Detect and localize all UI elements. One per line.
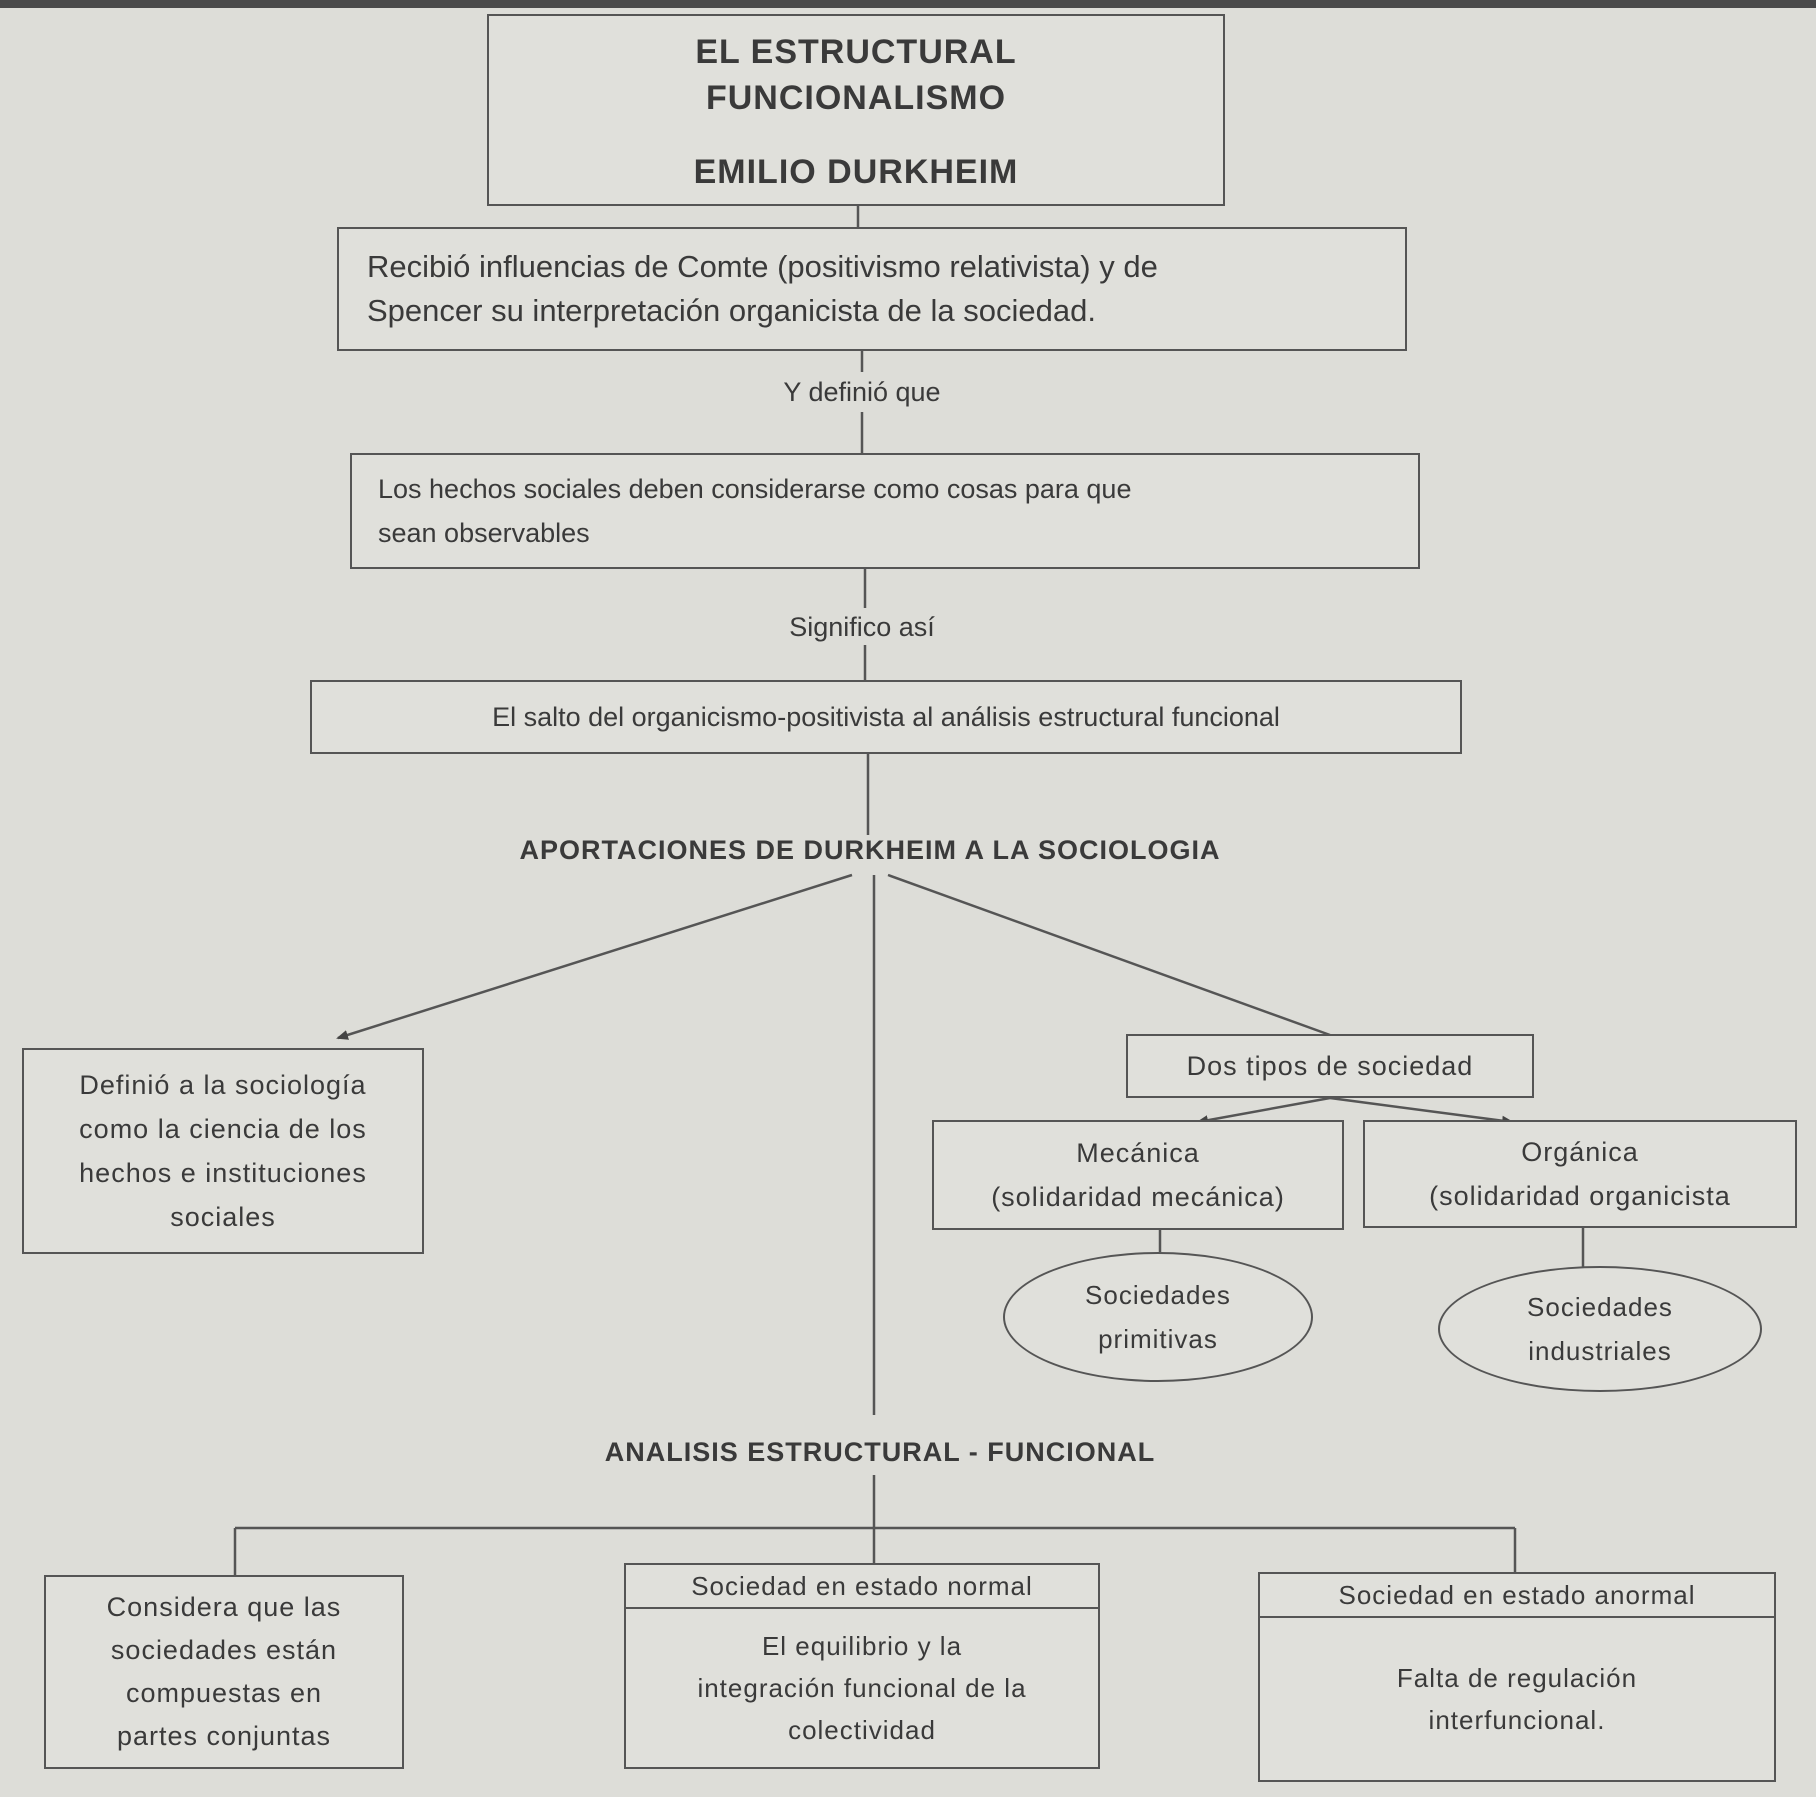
industrial-societies-oval: Sociedades industriales (1438, 1266, 1762, 1392)
abnormal-state-line-2: interfuncional. (1428, 1705, 1606, 1735)
organic-box: Orgánica (solidaridad organicista (1363, 1120, 1797, 1228)
definition-line-3: hechos e instituciones (79, 1158, 367, 1188)
normal-state-line-2: integración funcional de la (697, 1673, 1027, 1703)
primitive-line-1: Sociedades (1085, 1280, 1231, 1310)
mechanical-line-1: Mecánica (1076, 1138, 1200, 1168)
title-box: EL ESTRUCTURAL FUNCIONALISMO EMILIO DURK… (487, 14, 1225, 206)
influences-box: Recibió influencias de Comte (positivism… (337, 227, 1407, 351)
mechanical-line-2: (solidaridad mecánica) (991, 1182, 1285, 1212)
normal-state-heading: Sociedad en estado normal (626, 1565, 1098, 1609)
definition-line-1: Definió a la sociología (79, 1070, 367, 1100)
abnormal-state-heading: Sociedad en estado anormal (1260, 1574, 1774, 1618)
parts-line-2: sociedades están (110, 1635, 338, 1665)
leap-text: El salto del organicismo-positivista al … (492, 702, 1280, 732)
parts-line-4: partes conjuntas (116, 1721, 332, 1751)
organic-line-2: (solidaridad organicista (1429, 1181, 1731, 1211)
influences-line-2: Spencer su interpretación organicista de… (367, 293, 1096, 328)
arrow-to-definition (336, 873, 853, 1040)
top-rule (0, 0, 1816, 8)
normal-state-box: Sociedad en estado normal El equilibrio … (624, 1563, 1100, 1769)
leap-box: El salto del organicismo-positivista al … (310, 680, 1462, 754)
definition-line-4: sociales (170, 1202, 276, 1232)
industrial-line-1: Sociedades (1527, 1292, 1673, 1322)
abnormal-state-box: Sociedad en estado anormal Falta de regu… (1258, 1572, 1776, 1782)
connector-meant: Significo así (789, 612, 935, 642)
parts-box: Considera que las sociedades están compu… (44, 1575, 404, 1769)
contributions-heading: APORTACIONES DE DURKHEIM A LA SOCIOLOGIA (519, 835, 1221, 865)
abnormal-state-line-1: Falta de regulación (1396, 1663, 1638, 1693)
title-author: EMILIO DURKHEIM (693, 152, 1019, 191)
society-types-box: Dos tipos de sociedad (1126, 1034, 1534, 1098)
society-types-heading: Dos tipos de sociedad (1186, 1051, 1474, 1081)
title-line-2: FUNCIONALISMO (705, 78, 1007, 117)
line-to-society-types (887, 873, 1331, 1037)
connector-defined: Y definió que (783, 377, 941, 407)
arrow-to-organic (1329, 1096, 1514, 1126)
social-facts-box: Los hechos sociales deben considerarse c… (350, 453, 1420, 569)
normal-state-line-1: El equilibrio y la (761, 1631, 963, 1661)
primitive-societies-oval: Sociedades primitivas (1003, 1252, 1313, 1382)
title-line-1: EL ESTRUCTURAL (695, 32, 1017, 71)
normal-state-line-3: colectividad (788, 1715, 936, 1745)
organic-line-1: Orgánica (1521, 1137, 1639, 1167)
arrow-to-mechanical (1196, 1096, 1331, 1126)
definition-line-2: como la ciencia de los (79, 1114, 367, 1144)
definition-box: Definió a la sociología como la ciencia … (22, 1048, 424, 1254)
social-facts-line-2: sean observables (378, 518, 590, 548)
analysis-heading: ANALISIS ESTRUCTURAL - FUNCIONAL (604, 1437, 1156, 1467)
influences-line-1: Recibió influencias de Comte (positivism… (367, 249, 1158, 284)
mechanical-box: Mecánica (solidaridad mecánica) (932, 1120, 1344, 1230)
primitive-line-2: primitivas (1098, 1324, 1218, 1354)
parts-line-3: compuestas en (125, 1678, 323, 1708)
parts-line-1: Considera que las (106, 1592, 342, 1622)
industrial-line-2: industriales (1528, 1336, 1672, 1366)
social-facts-line-1: Los hechos sociales deben considerarse c… (378, 474, 1132, 504)
